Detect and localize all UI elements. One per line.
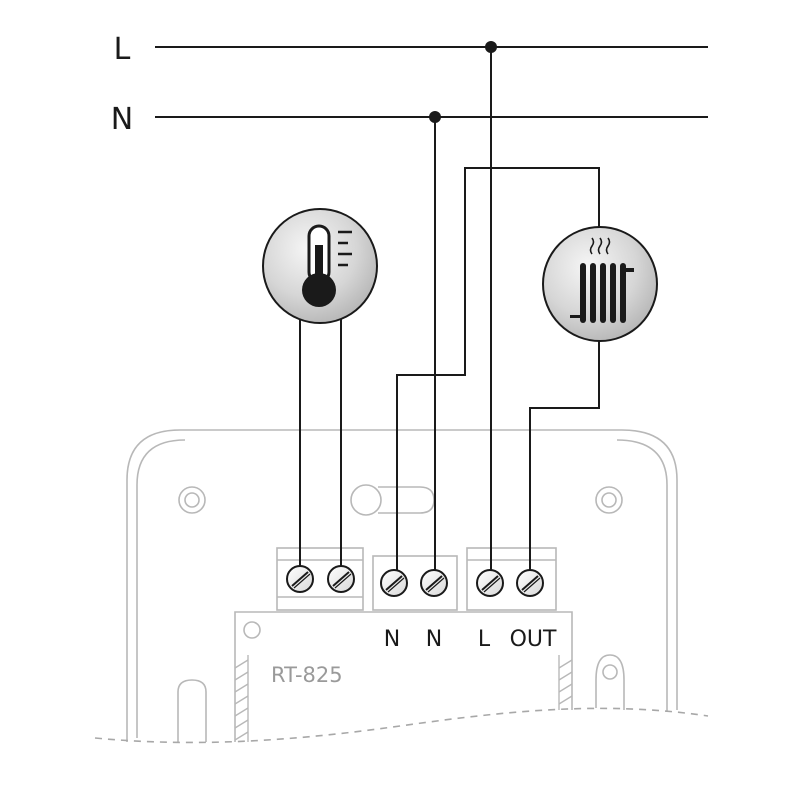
terminal-label-n2: N	[426, 627, 442, 652]
slot-bottom-right	[595, 654, 625, 710]
keyhole-head	[350, 484, 382, 516]
cut-line	[94, 707, 709, 744]
device-body	[94, 429, 709, 744]
line-label-n: N	[111, 102, 133, 137]
mounting-hole-right-inner	[601, 492, 617, 508]
screw-terminal-out	[516, 569, 544, 597]
screw-terminal-n2	[420, 569, 448, 597]
radiator-heater-icon	[542, 226, 658, 342]
mounting-hole-left-inner	[184, 492, 200, 508]
wire-n-to-heater	[396, 167, 600, 570]
module-edge-hatch-right	[558, 655, 573, 710]
terminal-block-supply	[372, 555, 458, 611]
backplate-outline-inner-right	[616, 439, 668, 712]
device-model-label: RT-825	[271, 663, 343, 687]
line-label-l: L	[114, 32, 131, 67]
module-indicator	[243, 621, 261, 639]
terminal-block-sensor	[276, 547, 364, 611]
terminal-label-n1: N	[384, 627, 400, 652]
mounting-hole-right	[595, 486, 623, 514]
slot-bottom-right-hole	[602, 664, 618, 680]
slot-bottom-left	[177, 679, 207, 742]
backplate-outline-inner	[136, 439, 186, 738]
screw-terminal-sensor-1	[286, 565, 314, 593]
mounting-hole-left	[178, 486, 206, 514]
module-edge-hatch-left	[234, 655, 249, 742]
screw-terminal-l	[476, 569, 504, 597]
screw-terminal-n1	[380, 569, 408, 597]
thermometer-icon	[262, 208, 378, 324]
module-housing	[234, 611, 573, 742]
terminal-label-l: L	[478, 627, 491, 652]
terminal-block-output	[466, 547, 557, 611]
backplate-outline	[126, 429, 678, 742]
wire-heater-to-out	[529, 340, 600, 570]
keyhole-slot	[378, 486, 435, 514]
screw-terminal-sensor-2	[327, 565, 355, 593]
terminal-label-out: OUT	[510, 627, 557, 652]
